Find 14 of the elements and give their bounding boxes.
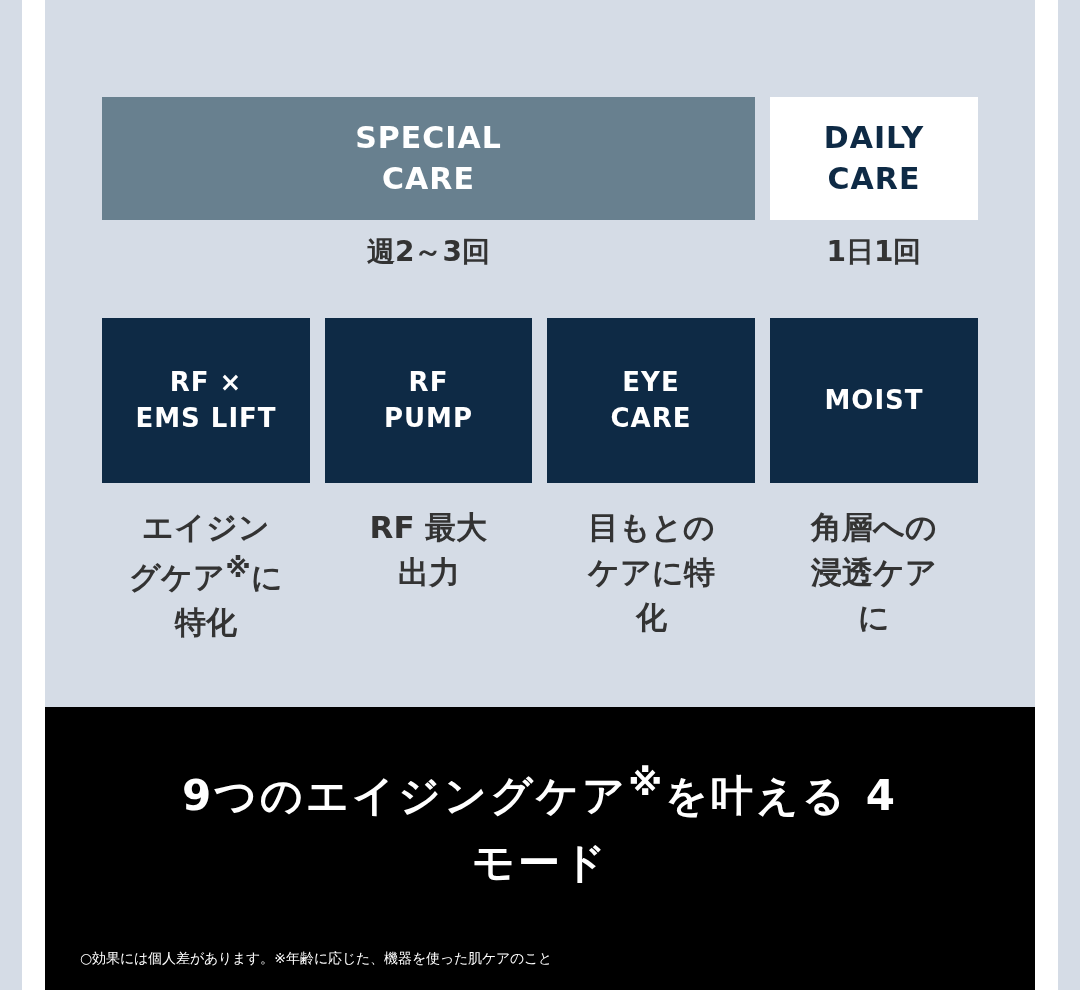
mode-tile: EYE CARE (547, 318, 755, 483)
mode-description: RF 最大出力 (368, 508, 489, 592)
care-type-banner: DAILY CARE (770, 97, 978, 220)
mode-description: エイジングケア$^{※}$に特化 (128, 508, 284, 643)
care-type-banner: SPECIAL CARE (102, 97, 755, 220)
frequency-label: 1日1回 (825, 234, 923, 270)
headline: 9つのエイジングケア$^{※}$を叶える 4モード (180, 762, 900, 890)
mode-tile: RF PUMP (325, 318, 532, 483)
mode-description: 目もとのケアに特化 (587, 508, 715, 637)
frequency-label: 週2～3回 (366, 234, 491, 270)
mode-tile: RF × EMS LIFT (102, 318, 310, 483)
mode-tile: MOIST (770, 318, 978, 483)
footnote: ○効果には個人差があります。※年齢に応じた、機器を使った肌ケアのこと (80, 950, 552, 968)
mode-description: 角層への浸透ケアに (810, 508, 938, 637)
